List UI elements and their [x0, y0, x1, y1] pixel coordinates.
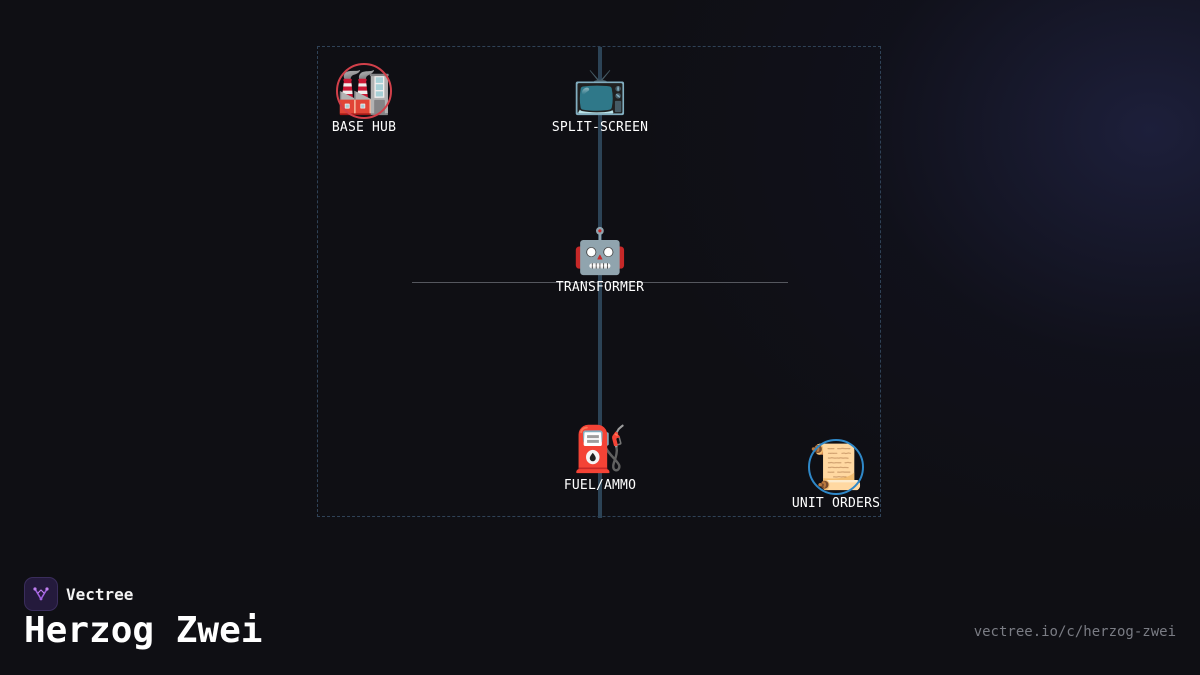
vectree-logo-icon: [24, 577, 58, 611]
node-label: SPLIT-SCREEN: [551, 120, 649, 135]
node-ring: [336, 63, 392, 119]
factory-icon: 🏭: [334, 63, 394, 119]
node-label: UNIT ORDERS: [791, 496, 881, 511]
node-split-screen[interactable]: 📺 SPLIT-SCREEN: [550, 66, 650, 136]
horizontal-axis-line: [412, 282, 788, 283]
node-label: FUEL/AMMO: [563, 478, 637, 493]
page-title: Herzog Zwei: [24, 610, 263, 651]
page-url[interactable]: vectree.io/c/herzog-zwei: [973, 624, 1176, 640]
fuel-pump-icon: ⛽: [572, 424, 628, 475]
node-ring: [808, 439, 864, 495]
brand-name: Vectree: [66, 584, 134, 604]
node-label: BASE HUB: [331, 120, 397, 135]
robot-icon: 🤖: [572, 226, 628, 277]
television-icon: 📺: [572, 66, 628, 117]
node-label: TRANSFORMER: [555, 280, 645, 295]
node-fuel-ammo[interactable]: ⛽ FUEL/AMMO: [550, 424, 650, 494]
scroll-icon: 📜: [806, 439, 866, 495]
node-base-hub[interactable]: 🏭 BASE HUB: [331, 63, 397, 135]
node-unit-orders[interactable]: 📜 UNIT ORDERS: [786, 439, 886, 511]
brand[interactable]: Vectree: [24, 577, 133, 611]
node-transformer[interactable]: 🤖 TRANSFORMER: [550, 226, 650, 296]
